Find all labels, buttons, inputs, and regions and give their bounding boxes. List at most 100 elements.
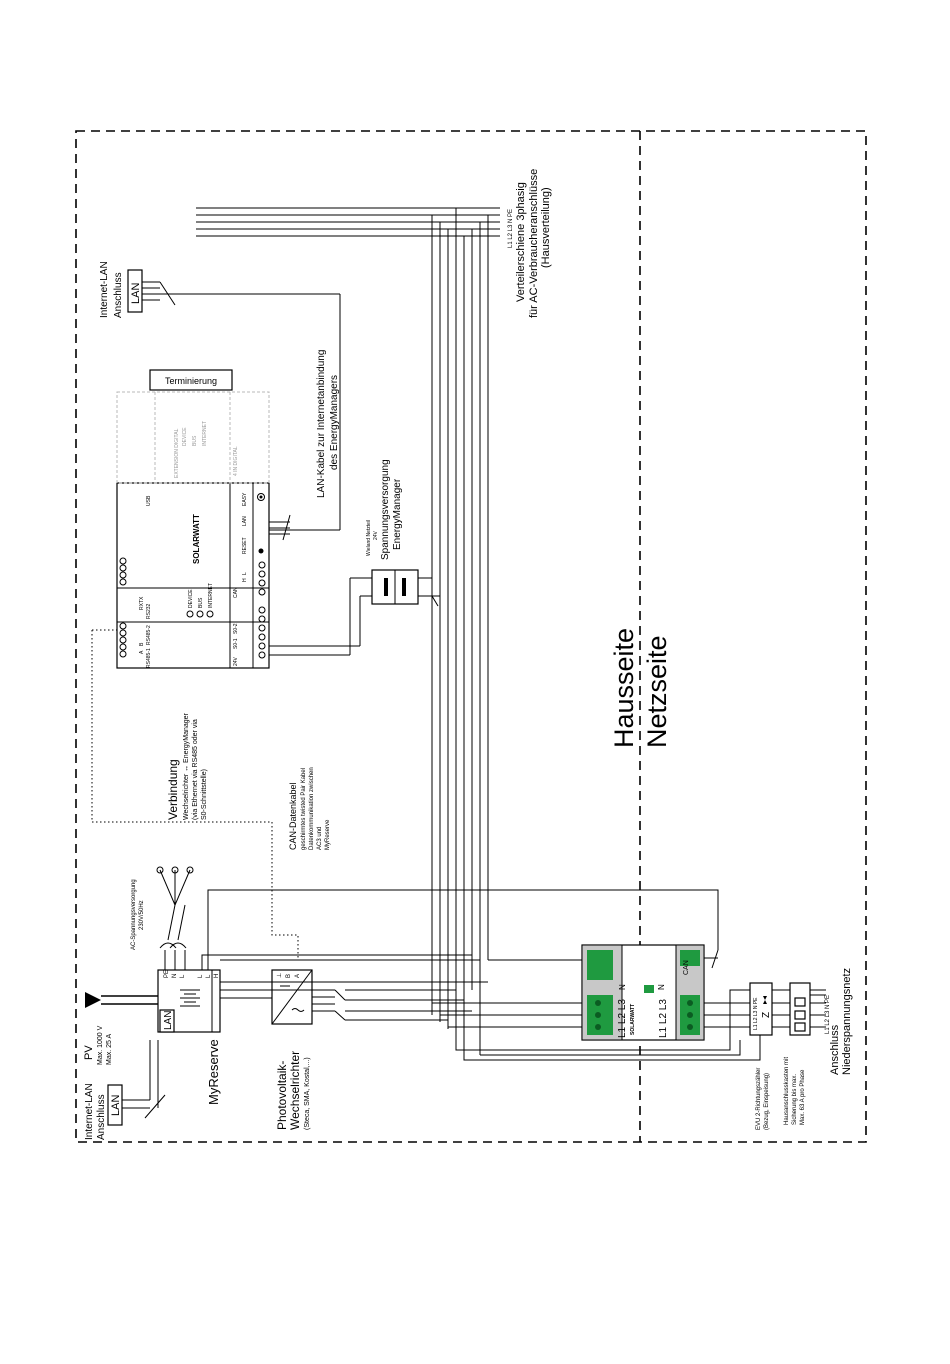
svg-text:⊥: ⊥ — [276, 973, 283, 978]
solarwatt-meter: L1 L2 L3 L1 L2 L3 N N CAN SOLARWATT — [432, 944, 761, 1061]
evu-meter: L1 L2 L3 N PE Z EVU 2-Richtungszähler (B… — [749, 982, 790, 1130]
svg-text:AC3 und: AC3 und — [317, 827, 323, 850]
lan-port-top — [127, 269, 143, 313]
svg-text:SOLARWATT: SOLARWATT — [192, 514, 201, 564]
busbar-caption: Verteilerschiene 3phasig für AC-Verbrauc… — [515, 169, 552, 318]
terminierung-box: Terminierung — [149, 369, 233, 391]
svg-text:LAN-Kabel zur Internetanbindun: LAN-Kabel zur Internetanbindung — [316, 350, 327, 498]
svg-text:Verteilerschiene 3phasig: Verteilerschiene 3phasig — [515, 182, 527, 302]
svg-text:Netzseite: Netzseite — [642, 635, 672, 748]
busbar-phase-label: L1 L2 L3 N PE — [508, 209, 514, 248]
svg-text:B: B — [139, 642, 145, 646]
svg-text:S0-Schnittstelle): S0-Schnittstelle) — [201, 769, 208, 820]
svg-text:Hausseite: Hausseite — [609, 628, 639, 748]
svg-text:RS232: RS232 — [146, 603, 152, 619]
led-bus — [196, 610, 204, 618]
svg-text:CAN: CAN — [683, 960, 690, 975]
energy-manager: DEVICE BUS INTERNET SOLARWATT USB RESET … — [116, 482, 270, 669]
house-side-label: Hausseite — [609, 628, 639, 748]
svg-text:USB: USB — [146, 495, 152, 506]
grid-side-label: Netzseite — [642, 635, 672, 748]
svg-text:PE: PE — [164, 970, 170, 978]
svg-text:Photovoltaik-: Photovoltaik- — [275, 1061, 289, 1130]
svg-text:RS485-2: RS485-2 — [146, 625, 152, 645]
svg-text:L1 L2 L3 N PE: L1 L2 L3 N PE — [825, 995, 831, 1034]
svg-text:L1 L2 L3 N PE: L1 L2 L3 N PE — [753, 997, 759, 1030]
svg-text:24V: 24V — [233, 656, 239, 666]
svg-text:Niederspannungsnetz: Niederspannungsnetz — [841, 968, 853, 1075]
em-terminals-right — [258, 561, 266, 659]
svg-text:Terminierung: Terminierung — [165, 376, 217, 386]
svg-text:(Bezug, Einspeisung): (Bezug, Einspeisung) — [764, 1073, 770, 1130]
svg-text:RX: RX — [139, 602, 145, 610]
svg-text:Anschluss: Anschluss — [96, 1094, 107, 1140]
svg-text:Internet-LAN: Internet-LAN — [84, 1083, 95, 1140]
svg-text:L1 L2 L3 N PE: L1 L2 L3 N PE — [508, 209, 514, 248]
svg-text:L1 L2 L3: L1 L2 L3 — [658, 999, 669, 1038]
svg-text:AC-Spannungsversorgung: AC-Spannungsversorgung — [131, 879, 137, 950]
svg-text:BUS: BUS — [192, 435, 198, 446]
svg-text:Anschluss: Anschluss — [113, 272, 124, 318]
svg-text:LAN: LAN — [242, 516, 248, 526]
svg-text:Max. 1000 V: Max. 1000 V — [97, 1025, 104, 1065]
led-device — [186, 610, 194, 618]
svg-text:N: N — [172, 974, 178, 978]
extension-module-ghost: EXTENSION DIGITAL DEVICE BUS INTERNET 4 … — [116, 391, 270, 484]
svg-text:S0-1: S0-1 — [233, 638, 239, 649]
led-internet — [206, 610, 214, 618]
svg-text:SOLARWATT: SOLARWATT — [630, 1004, 636, 1035]
svg-text:DEVICE: DEVICE — [188, 589, 194, 608]
svg-text:BUS: BUS — [198, 597, 204, 608]
myreserve-lan-port — [159, 1009, 175, 1033]
svg-text:EnergyManager: EnergyManager — [392, 478, 403, 550]
svg-text:Spannungsversorgung: Spannungsversorgung — [380, 459, 391, 560]
svg-text:LAN: LAN — [130, 283, 142, 304]
svg-text:EASY: EASY — [242, 492, 248, 506]
svg-text:PV: PV — [83, 1045, 95, 1060]
svg-text:CAN: CAN — [233, 587, 239, 598]
grid-connection: L1 L2 L3 N PE Anschluss Niederspannungsn… — [825, 968, 853, 1075]
myreserve-label: MyReserve — [206, 1039, 221, 1105]
svg-text:Verbindung: Verbindung — [166, 759, 180, 820]
reset-button — [258, 548, 264, 554]
svg-text:des EnergyManagers: des EnergyManagers — [329, 375, 340, 470]
busbar-lines — [196, 207, 500, 1055]
svg-text:LAN: LAN — [110, 1095, 122, 1116]
svg-text:EXTENSION DIGITAL: EXTENSION DIGITAL — [174, 428, 180, 478]
svg-text:Datenkommunikation zwischen: Datenkommunikation zwischen — [309, 767, 315, 850]
can-data-cable: CAN-Datenkabel geschirmtes twisted Pair … — [207, 767, 719, 970]
svg-text:INTERNET: INTERNET — [208, 583, 214, 608]
solarwatt-logo: SOLARWATT — [192, 514, 201, 564]
pv-source: PV Max. 1000 V Max. 25 A — [83, 992, 160, 1065]
svg-text:geschirmtes twisted Pair Kabel: geschirmtes twisted Pair Kabel — [301, 768, 307, 850]
svg-text:Max. 63 A pro Phase: Max. 63 A pro Phase — [800, 1069, 806, 1125]
svg-text:(Steca, SMA, Kostal,...): (Steca, SMA, Kostal,...) — [304, 1057, 311, 1130]
svg-text:B: B — [286, 974, 292, 978]
svg-text:Max. 25 A: Max. 25 A — [106, 1034, 113, 1065]
svg-text:RS485-1: RS485-1 — [146, 648, 152, 668]
svg-text:(Hausverteilung): (Hausverteilung) — [540, 187, 552, 268]
myreserve-ac-lines — [201, 954, 488, 999]
svg-text:INTERNET: INTERNET — [202, 421, 208, 446]
svg-text:Anschluss: Anschluss — [829, 1024, 841, 1075]
lan-port-left — [107, 1084, 123, 1126]
svg-text:L: L — [198, 974, 204, 978]
svg-text:A: A — [295, 974, 301, 978]
svg-text:24V: 24V — [373, 530, 379, 540]
svg-text:230V/50Hz: 230V/50Hz — [139, 900, 145, 930]
svg-text:H: H — [214, 974, 220, 978]
power-supply-24v: Wieland Netzteil 24V Spannungsversorgung… — [269, 459, 440, 656]
em-terminals-left — [119, 557, 127, 658]
svg-text:LAN: LAN — [163, 1011, 174, 1030]
svg-text:(via Ethernet via RS485 oder v: (via Ethernet via RS485 oder via — [192, 719, 199, 820]
svg-text:L1 L2 L3: L1 L2 L3 — [617, 999, 628, 1038]
internet-lan-top: LAN Internet-LAN Anschluss — [99, 261, 341, 531]
connection-dotted: Verbindung Wechselrichter ↔ EnergyManage… — [91, 629, 272, 823]
svg-text:N: N — [657, 984, 666, 990]
svg-text:CAN-Datenkabel: CAN-Datenkabel — [288, 782, 298, 850]
fuse-box: Hausanschlusskasten mit Sicherung bis ma… — [784, 982, 826, 1125]
svg-text:L: L — [206, 974, 212, 978]
svg-text:für AC-Verbraucheranschlüsse: für AC-Verbraucheranschlüsse — [528, 169, 540, 318]
svg-text:S0-2: S0-2 — [233, 623, 239, 634]
pv-inverter: ⊥ B A Photovoltaik- Wechselrichter (Stec… — [271, 969, 472, 1130]
